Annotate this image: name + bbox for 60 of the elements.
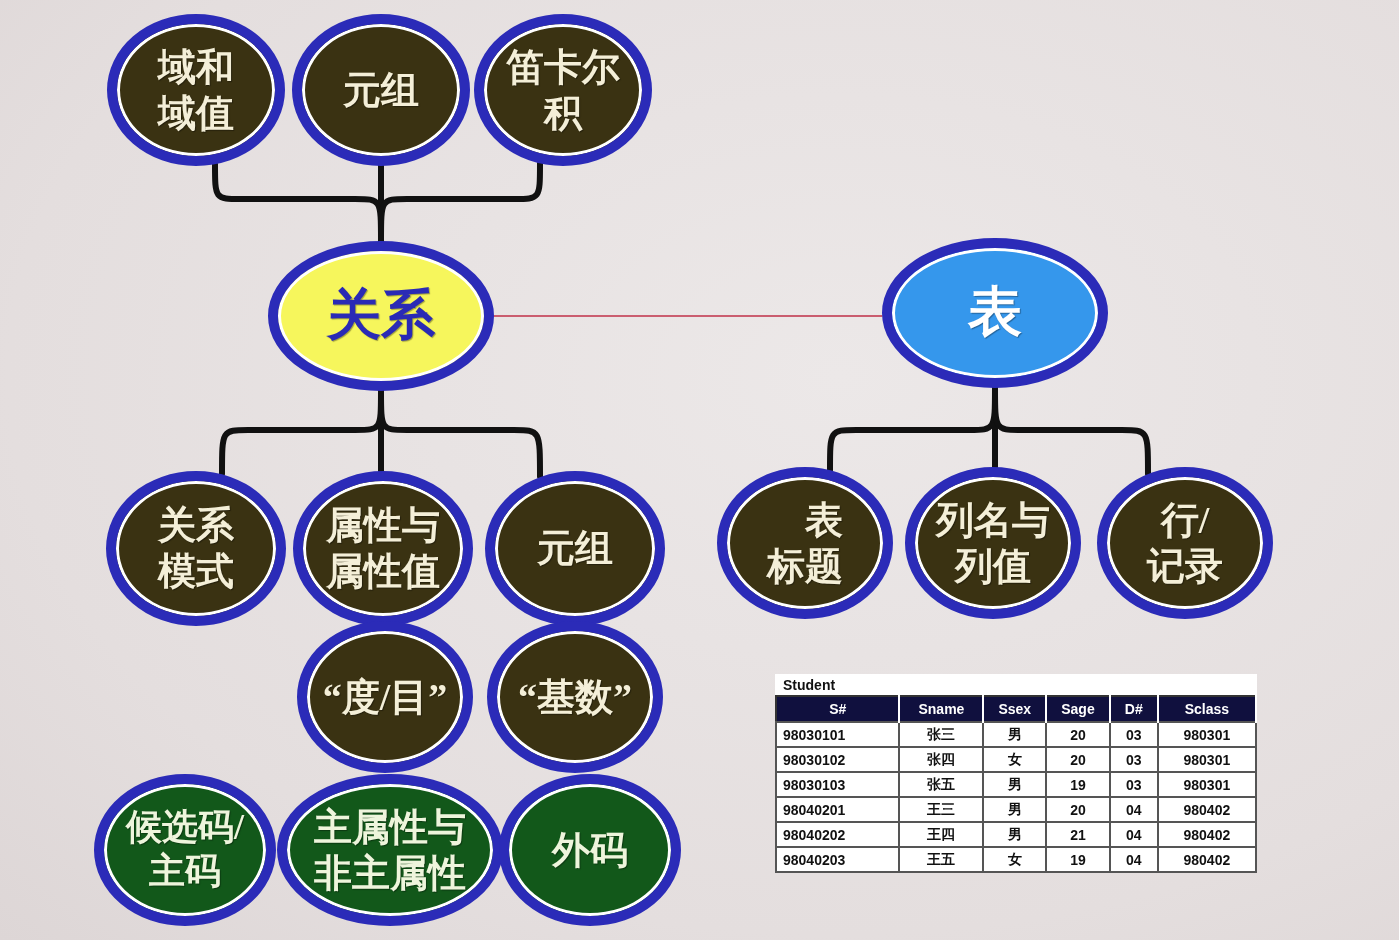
table-cell: 19 <box>1046 847 1110 872</box>
table-cell: 980301 <box>1157 772 1256 797</box>
table-cell: 98030103 <box>776 772 900 797</box>
table-cell: 女 <box>983 747 1047 772</box>
node-label: 主属性与非主属性 <box>313 804 467 896</box>
node-label: 候选码/主码 <box>124 806 246 893</box>
table-cell: 98040201 <box>776 797 900 822</box>
table-cell: 男 <box>983 797 1047 822</box>
table-cell: 980402 <box>1157 797 1256 822</box>
table-cell: 03 <box>1109 772 1158 797</box>
table-cell: 980402 <box>1157 847 1256 872</box>
node-label: “基数” <box>517 674 633 720</box>
table-cell: 98030102 <box>776 747 900 772</box>
column-header: D# <box>1109 696 1158 722</box>
table-cell: 男 <box>983 822 1047 847</box>
node-label: 关系 <box>325 284 436 348</box>
table-cell: 19 <box>1046 772 1110 797</box>
connector-line <box>493 315 883 317</box>
table-cell: 男 <box>983 722 1047 747</box>
table-cell: 03 <box>1109 747 1158 772</box>
node-label: 元组 <box>536 525 614 571</box>
table-cell: 张三 <box>899 722 984 747</box>
column-header: Sage <box>1046 696 1110 722</box>
table-cell: 98040202 <box>776 822 900 847</box>
table-cell: 女 <box>983 847 1047 872</box>
table-cell: 20 <box>1046 722 1110 747</box>
table-cell: 张四 <box>899 747 984 772</box>
table-cell: 王四 <box>899 822 984 847</box>
table-cell: 张五 <box>899 772 984 797</box>
node-label: 属性与属性值 <box>325 502 441 594</box>
table-cell: 98040203 <box>776 847 900 872</box>
column-header: Sname <box>899 696 984 722</box>
column-header: Ssex <box>983 696 1047 722</box>
node-label: 关系模式 <box>156 502 235 594</box>
table-cell: 王五 <box>899 847 984 872</box>
table-cell: 20 <box>1046 747 1110 772</box>
node-label: 外码 <box>550 827 629 873</box>
table-cell: 20 <box>1046 797 1110 822</box>
node-label: 笛卡尔积 <box>505 44 621 136</box>
column-header: Sclass <box>1157 696 1256 722</box>
column-header: S# <box>776 696 900 722</box>
node-label: 表 <box>967 281 1023 345</box>
table-cell: 04 <box>1109 797 1158 822</box>
table-cell: 21 <box>1046 822 1110 847</box>
table-cell: 980402 <box>1157 822 1256 847</box>
table-cell: 03 <box>1109 722 1158 747</box>
table-cell: 980301 <box>1157 747 1256 772</box>
node-label: 域和域值 <box>156 44 235 136</box>
table-cell: 王三 <box>899 797 984 822</box>
table-cell: 98030101 <box>776 722 900 747</box>
node-label: 表标题 <box>765 497 844 589</box>
table-cell: 04 <box>1109 847 1158 872</box>
node-label: 元组 <box>342 67 420 113</box>
table-cell: 男 <box>983 772 1047 797</box>
node-label: 行/记录 <box>1145 497 1224 589</box>
table-cell: 04 <box>1109 822 1158 847</box>
node-label: “度/目” <box>321 674 449 720</box>
table-cell: 980301 <box>1157 722 1256 747</box>
node-label: 列名与列值 <box>934 497 1051 589</box>
table-title: Student <box>782 676 837 695</box>
